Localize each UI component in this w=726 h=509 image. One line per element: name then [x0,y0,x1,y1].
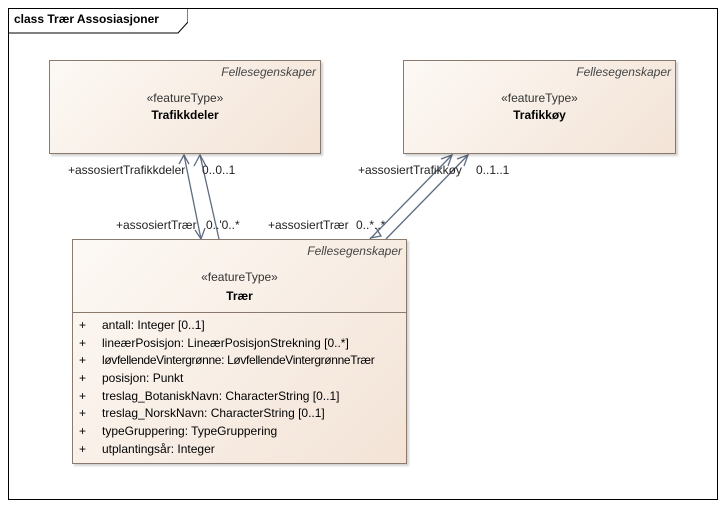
attribute-row[interactable]: +treslag_NorskNavn: CharacterString [0..… [79,406,325,421]
class-traer[interactable]: Fellesegenskaper «featureType» Trær +ant… [72,239,407,464]
class-stereotype: «featureType» [146,91,224,105]
diagram-frame [8,8,718,500]
attribute-row[interactable]: +typeGruppering: TypeGruppering [79,424,278,439]
assoc-arrow-trafikkdeler-1 [178,153,190,165]
assoc-arrow-trafikkoy-2 [456,153,470,167]
multiplicity-label-trafikkdeler: 0..0..1 [202,163,236,177]
role-label-assosiert-traer-1: +assosiertTrær [116,218,197,232]
diagram-title: class Trær Assosiasjoner [14,12,159,26]
multiplicity-label-trafikkoy: 0..1..1 [476,163,510,177]
attribute-row[interactable]: +posisjon: Punkt [79,371,184,386]
class-name: Trafikkøy [513,108,566,122]
assoc-arrow-traer-2 [369,227,383,239]
multiplicity-label-traer-2: 0..*..* [356,218,386,232]
class-trafikkdeler[interactable]: Fellesegenskaper «featureType» Trafikkde… [49,60,321,154]
assoc-line-trafikkoy-2 [385,154,469,240]
attribute-row[interactable]: +utplantingsår: Integer [79,441,215,456]
assoc-line-trafikkdeler-2 [199,154,220,240]
class-name: Trær [226,289,253,303]
attribute-row[interactable]: +løvfellendeVintergrønne: LøvfellendeVin… [79,353,375,368]
assoc-line-trafikkoy-1 [369,154,453,240]
class-stereotype: «featureType» [201,270,278,284]
class-package: Fellesegenskaper [307,244,402,258]
attribute-row[interactable]: +antall: Integer [0..1] [79,318,205,332]
multiplicity-label-traer-1: 0..'0..* [206,218,240,232]
role-label-assosiert-traer-2: +assosiertTrær [268,218,349,232]
assoc-line-trafikkdeler-1 [183,154,202,240]
attribute-list: +antall: Integer [0..1] +lineærPosisjon:… [73,317,406,459]
role-label-assosiert-trafikkoy: +assosiertTrafikkøy [358,163,462,177]
class-divider [73,312,406,313]
class-name: Trafikkdeler [151,108,219,122]
assoc-arrow-trafikkdeler-2 [193,153,207,167]
attribute-row[interactable]: +treslag_BotaniskNavn: CharacterString [… [79,388,340,403]
class-package: Fellesegenskaper [576,65,671,79]
attribute-row[interactable]: +lineærPosisjon: LineærPosisjonStrekning… [79,335,349,350]
frame-tab-shape [8,8,188,34]
class-trafikkoy[interactable]: Fellesegenskaper «featureType» Trafikkøy [403,60,676,154]
role-label-assosiert-trafikkdeler: +assosiertTrafikkdeler [68,163,186,177]
class-stereotype: «featureType» [501,91,578,105]
class-package: Fellesegenskaper [221,65,316,79]
assoc-arrow-trafikkoy-1 [440,153,454,167]
